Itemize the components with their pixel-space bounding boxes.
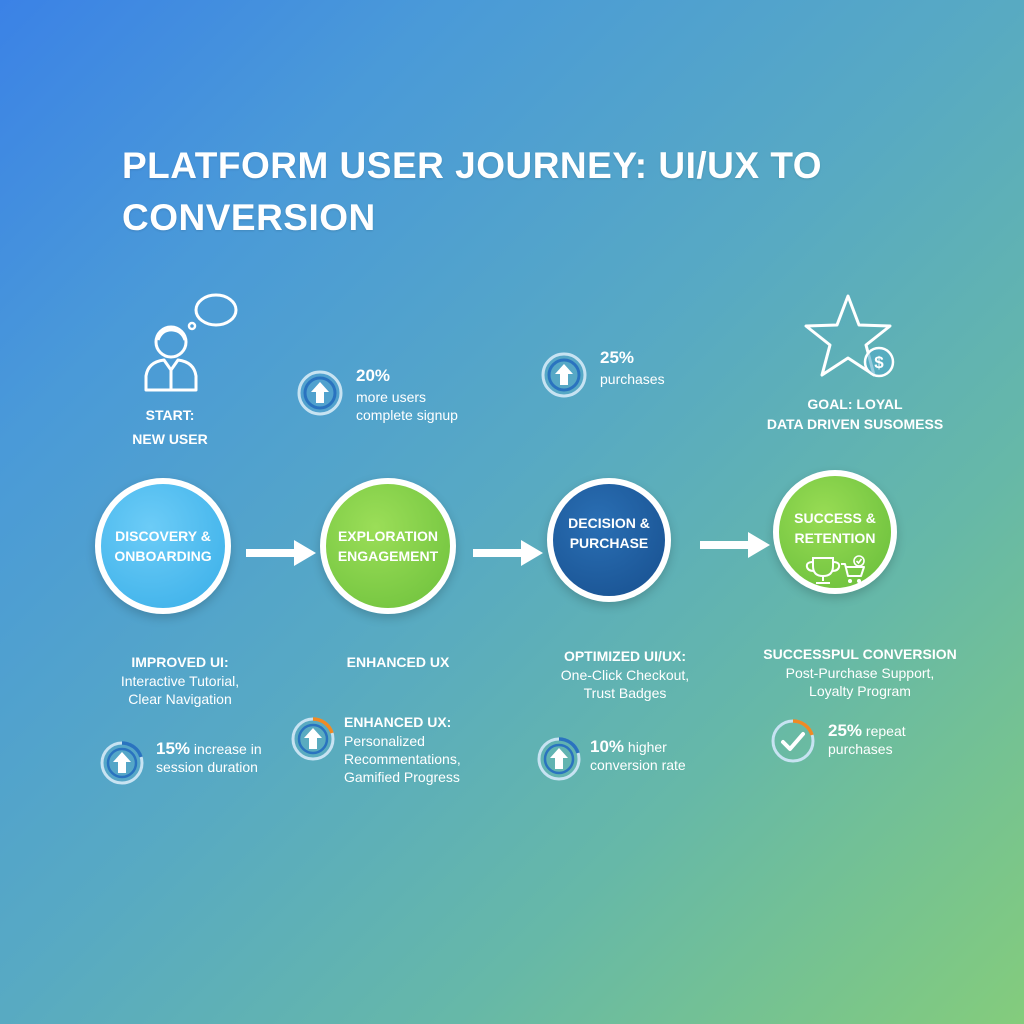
svg-text:$: $ bbox=[874, 353, 884, 372]
desc-improved-ui: IMPROVED UI: Interactive Tutorial, Clear… bbox=[120, 654, 240, 707]
thought-bubble-icon bbox=[187, 293, 238, 331]
stage-exploration-engagement[interactable]: EXPLORATION ENGAGEMENT bbox=[320, 478, 456, 614]
flow-arrow-1 bbox=[246, 540, 316, 566]
goal-label: GOAL: LOYAL DATA DRIVEN SUSOMESS bbox=[766, 396, 944, 432]
metric-signup: 20% more users complete signup bbox=[356, 366, 458, 423]
user-icon bbox=[144, 325, 198, 392]
up-arrow-icon bbox=[541, 352, 587, 398]
trophy-icon bbox=[805, 555, 865, 584]
metric-repeat-purchases: 25% repeat purchases bbox=[828, 721, 906, 758]
up-arrow-icon bbox=[537, 737, 581, 781]
start-label: START: NEW USER bbox=[132, 407, 208, 447]
metric-session-duration: 15% increase in session duration bbox=[156, 739, 262, 776]
detail-enhanced-ux: ENHANCED UX: Personalized Recommentation… bbox=[344, 714, 461, 785]
up-arrow-icon bbox=[291, 717, 335, 761]
metric-purchases: 25% purchases bbox=[600, 348, 665, 387]
desc-successful-conversion: SUCCESSPUL CONVERSION Post-Purchase Supp… bbox=[763, 646, 957, 699]
flow-arrow-2 bbox=[473, 540, 543, 566]
metric-conversion-rate: 10% higher conversion rate bbox=[590, 737, 686, 774]
shopping-cart-icon bbox=[841, 555, 865, 583]
star-icon bbox=[804, 294, 892, 377]
desc-optimized-uiux: OPTIMIZED UI/UX: One-Click Checkout, Tru… bbox=[560, 648, 690, 701]
checkmark-icon bbox=[771, 719, 815, 763]
up-arrow-icon bbox=[297, 370, 343, 416]
page-title: PLATFORM USER JOURNEY: UI/UX TO CONVERSI… bbox=[122, 145, 823, 238]
desc-enhanced-ux: ENHANCED UX bbox=[346, 654, 450, 670]
up-arrow-icon bbox=[100, 741, 144, 785]
stage-discovery-onboarding[interactable]: DISCOVERY & ONBOARDING bbox=[95, 478, 231, 614]
flow-arrow-3 bbox=[700, 532, 770, 558]
stage-decision-purchase[interactable]: DECISION & PURCHASE bbox=[547, 478, 671, 602]
dollar-icon: $ bbox=[863, 346, 895, 378]
stage-success-retention[interactable]: SUCCESS & RETENTION bbox=[773, 470, 897, 594]
